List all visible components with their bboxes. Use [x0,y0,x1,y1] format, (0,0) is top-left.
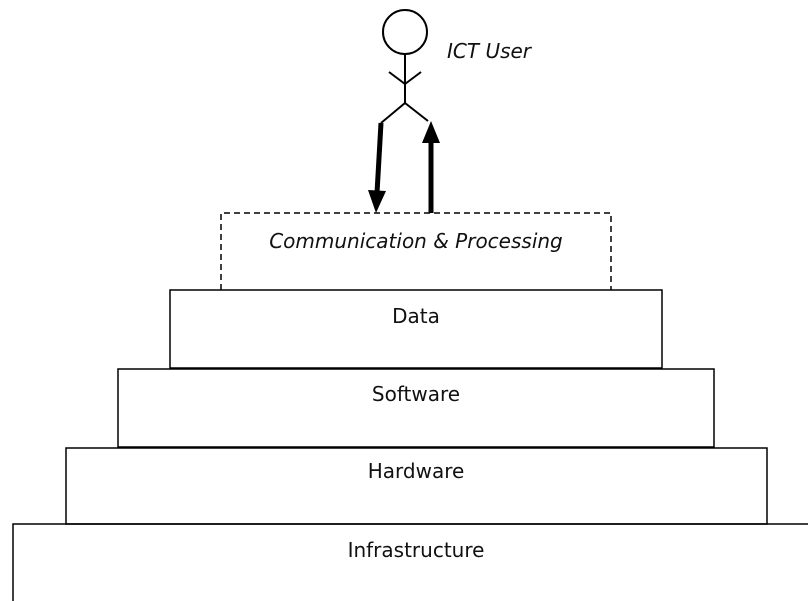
infrastructure-layer-label: Infrastructure [348,538,485,562]
communication-processing-layer: Communication & Processing [220,212,612,290]
ict-user-figure [380,9,429,124]
hardware-layer: Hardware [65,447,768,525]
up-arrow [422,121,440,213]
user-left-arm [388,71,406,85]
user-right-arm [404,71,422,85]
infrastructure-layer: Infrastructure [12,523,808,601]
user-left-leg [380,102,406,124]
communication-processing-label: Communication & Processing [269,229,563,253]
down-arrow [368,122,386,213]
data-layer-label: Data [392,304,440,328]
ict-user-label: ICT User [447,39,533,63]
user-head [382,9,428,55]
software-layer-label: Software [372,382,460,406]
hardware-layer-label: Hardware [368,459,465,483]
user-right-leg [404,102,429,122]
data-layer: Data [169,289,663,369]
software-layer: Software [117,368,715,448]
